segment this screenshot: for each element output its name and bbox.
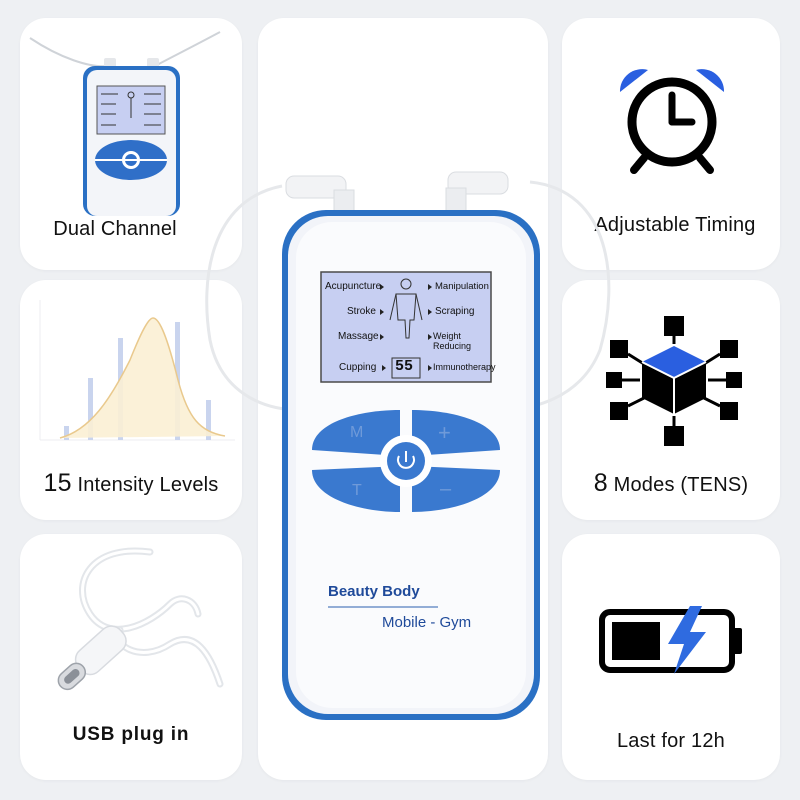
- mode-button[interactable]: M: [312, 410, 400, 456]
- minus-button-label: –: [440, 478, 452, 500]
- alarm-clock-icon: [612, 62, 732, 182]
- lcd-mode-cupping: Cupping: [339, 362, 377, 373]
- intensity-levels-graphic: [20, 280, 242, 455]
- mode-button-label: M: [350, 424, 364, 441]
- minus-button[interactable]: –: [412, 466, 500, 512]
- timer-button-label: T: [352, 482, 362, 499]
- feature-card-battery: [562, 534, 780, 780]
- tens-device: [200, 160, 620, 750]
- modes-count: 8: [593, 469, 608, 497]
- usb-cable-image: [20, 534, 242, 714]
- plus-button-label: +: [438, 420, 451, 445]
- device-subtitle: Mobile - Gym: [382, 614, 472, 631]
- lcd-mode-scraping: Scraping: [435, 306, 475, 317]
- battery-life-label: Last for 12h: [616, 730, 726, 752]
- lcd-screen: Acupuncture Stroke Massage Cupping Manip…: [321, 272, 496, 382]
- timer-button[interactable]: T: [312, 466, 400, 512]
- device-brand: Beauty Body: [328, 583, 420, 600]
- lcd-mode-stroke: Stroke: [347, 306, 376, 317]
- modes-text: Modes (TENS): [613, 474, 749, 496]
- lcd-mode-manipulation: Manipulation: [435, 281, 489, 292]
- battery-icon: [598, 604, 748, 676]
- usb-plug-label: USB plug in: [72, 724, 190, 745]
- lcd-mode-massage: Massage: [338, 331, 379, 342]
- lcd-mode-acupuncture: Acupuncture: [325, 281, 382, 292]
- lcd-timer-display: 55: [395, 358, 414, 375]
- intensity-levels-label: 15 Intensity Levels: [20, 469, 242, 498]
- mini-device-image: [20, 18, 242, 218]
- lcd-mode-weight-reducing: Weight Reducing: [433, 331, 472, 351]
- adjustable-timing-label: Adjustable Timing: [594, 214, 756, 236]
- lcd-mode-immunotherapy: Immunotherapy: [433, 362, 496, 372]
- modes-cube-icon: [604, 314, 744, 449]
- dual-channel-label: Dual Channel: [53, 218, 177, 240]
- modes-label: 8 Modes (TENS): [562, 469, 780, 498]
- intensity-text: Intensity Levels: [77, 474, 219, 496]
- plus-button[interactable]: +: [412, 410, 500, 456]
- intensity-count: 15: [43, 469, 72, 497]
- power-button[interactable]: [380, 435, 432, 487]
